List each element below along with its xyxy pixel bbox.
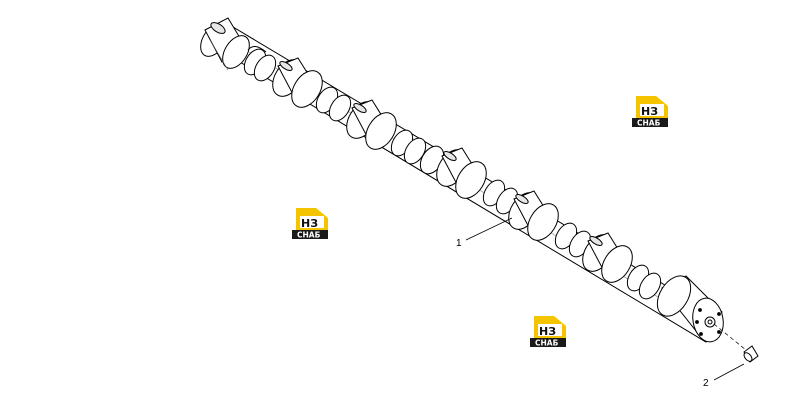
- leader-line: [465, 217, 513, 241]
- cam-lobes: [243, 46, 662, 300]
- logo-letters: НЗ: [539, 325, 556, 338]
- rear-flange: [656, 275, 724, 343]
- logo-caption: СНАБ: [297, 231, 321, 240]
- callout-1: 1: [456, 217, 513, 249]
- watermark-logo: НЗ СНАБ: [530, 316, 566, 348]
- leader-line: [713, 363, 745, 381]
- dowel-pin-drawing: [713, 323, 759, 363]
- logo-letters: НЗ: [301, 217, 318, 230]
- callout-number: 1: [456, 238, 462, 249]
- callout-number: 2: [703, 378, 709, 389]
- logo-caption: СНАБ: [535, 339, 559, 348]
- callout-2: 2: [703, 363, 745, 389]
- logo-letters: НЗ: [641, 105, 658, 118]
- front-journal: [200, 17, 250, 71]
- watermark-logo: НЗ СНАБ: [292, 208, 328, 240]
- camshaft-drawing: [200, 17, 724, 343]
- logo-caption: СНАБ: [637, 119, 661, 128]
- watermark-logo: НЗ СНАБ: [632, 96, 668, 128]
